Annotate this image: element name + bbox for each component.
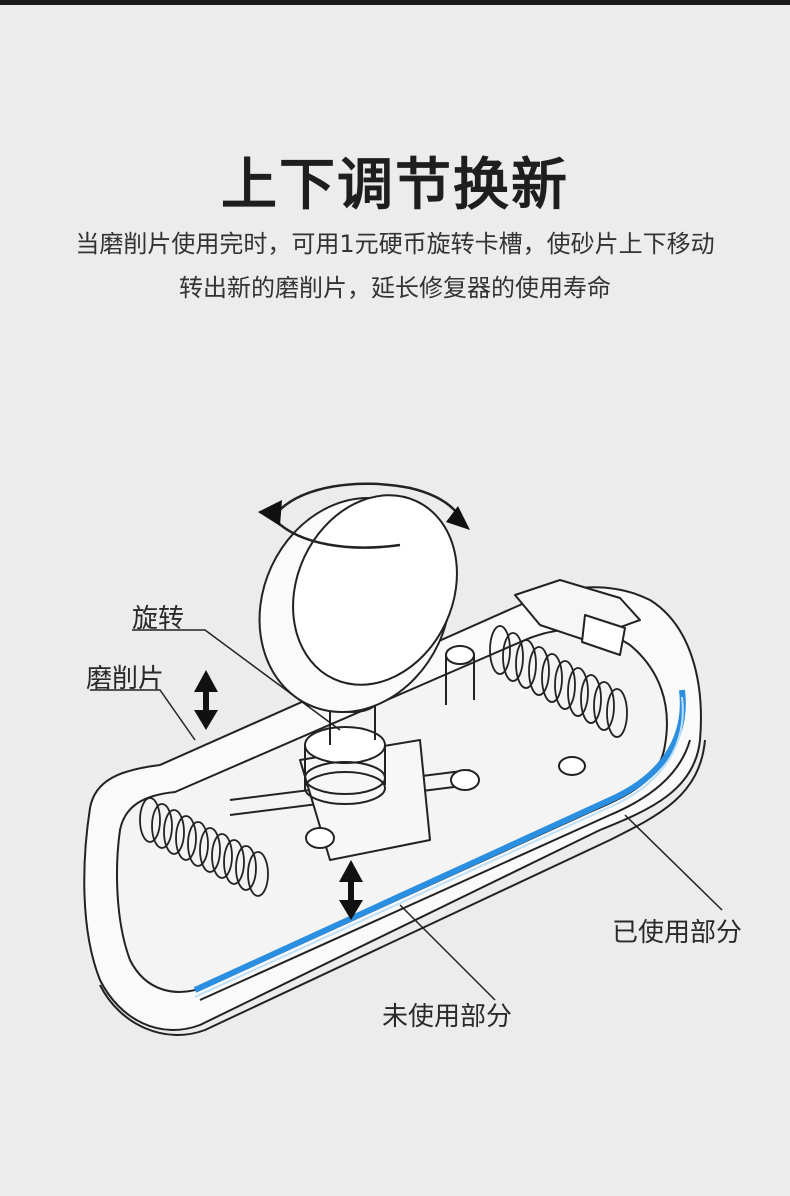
hub-cylinder — [304, 726, 386, 764]
rotation-arrowhead-right — [446, 506, 470, 530]
leader-unused-part — [399, 904, 496, 1001]
description-line-2: 转出新的磨削片，延长修复器的使用寿命 — [179, 274, 611, 302]
housing-rim — [199, 739, 691, 1001]
description-line-1: 当磨削片使用完时，可用1元硬币旋转卡槽，使砂片上下移动 — [75, 230, 715, 258]
post-left — [305, 827, 335, 849]
label-used-part: 已使用部分 — [612, 918, 743, 948]
top-bar — [0, 0, 790, 5]
label-rotate: 旋转 — [132, 604, 185, 634]
post-back-right — [558, 756, 586, 776]
post-right — [450, 769, 480, 791]
leader-grinding-sheet — [90, 689, 196, 741]
vertical-arrow-bottom — [339, 860, 363, 920]
post-back — [445, 645, 475, 665]
leader-used-part — [624, 814, 723, 911]
housing-base — [99, 739, 706, 1036]
back-tab — [581, 614, 626, 656]
vertical-arrow-top — [194, 670, 218, 730]
page-title: 上下调节换新 — [221, 153, 569, 218]
rotation-arrow — [274, 482, 464, 521]
rotation-arrowhead-left — [258, 500, 282, 526]
label-unused-part: 未使用部分 — [382, 1002, 513, 1032]
leader-rotate — [132, 629, 341, 731]
left-spring — [139, 797, 269, 897]
right-spring — [489, 625, 628, 738]
label-grinding-sheet: 磨削片 — [86, 664, 165, 694]
